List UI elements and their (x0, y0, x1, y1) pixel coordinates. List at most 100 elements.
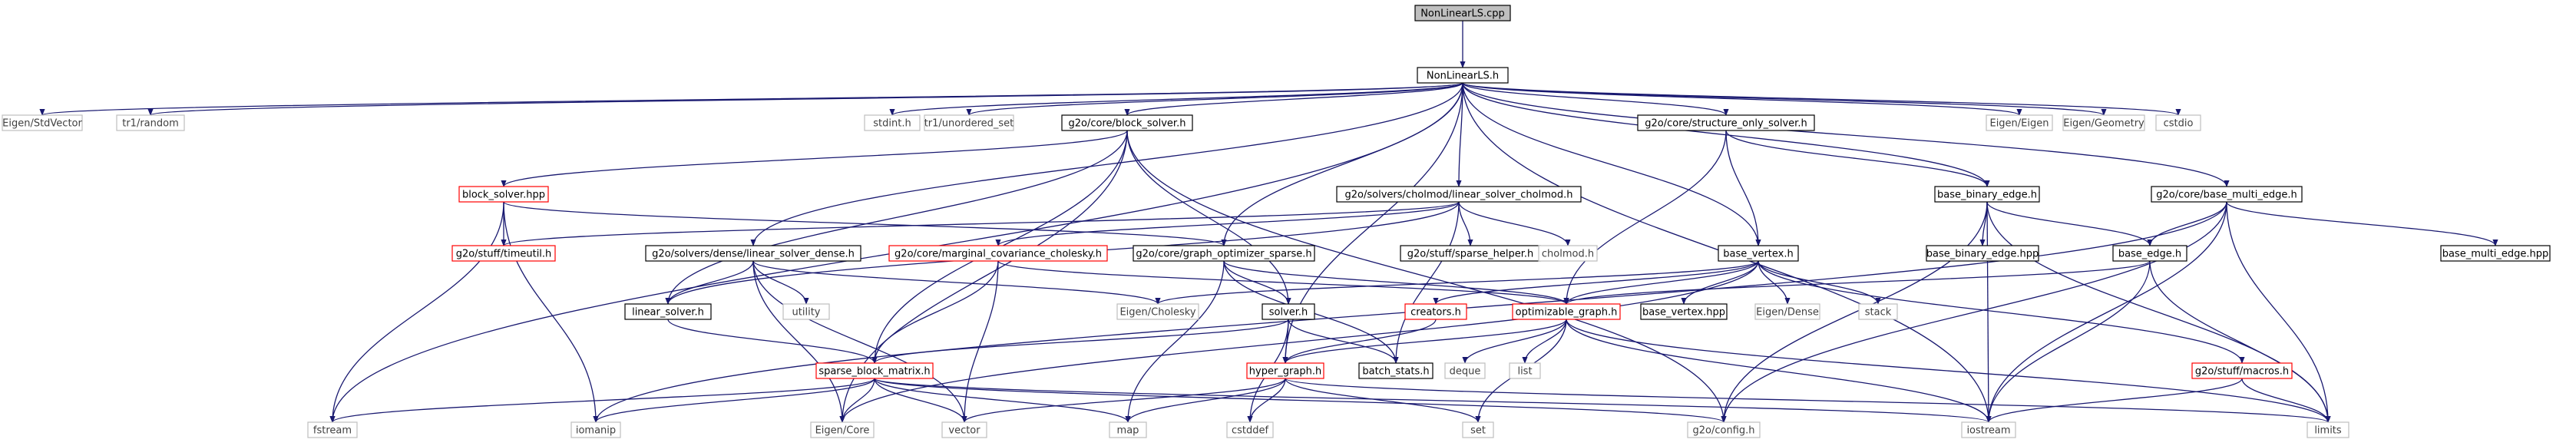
node-g2o-core-structure-only-solver-h[interactable]: g2o/core/structure_only_solver.h (1637, 114, 1815, 131)
node-base-binary-edge-hpp[interactable]: base_binary_edge.hpp (1926, 245, 2039, 262)
node-nonlinearls-cpp: NonLinearLS.cpp (1414, 5, 1511, 21)
node-eigen-core[interactable]: Eigen/Core (810, 421, 875, 438)
node-list[interactable]: list (1509, 362, 1541, 379)
edge-base-vertex-h-to-eigen-dense (1758, 260, 1791, 305)
node-fstream[interactable]: fstream (307, 421, 358, 438)
node-iostream[interactable]: iostream (1961, 421, 2016, 438)
node-label: utility (792, 307, 821, 319)
node-g2o-core-base-multi-edge-h[interactable]: g2o/core/base_multi_edge.h (2151, 186, 2303, 203)
node-label: cstdio (2164, 118, 2194, 130)
edge-sparse-block-matrix-h-to-eigen-core (839, 378, 875, 423)
node-label: g2o/stuff/macros.h (2195, 366, 2289, 378)
node-cstdio[interactable]: cstdio (2155, 114, 2201, 131)
node-stdint-h[interactable]: stdint.h (864, 114, 921, 131)
edge-nonlinearls-h-to-base-binary-edge-h (1462, 82, 1990, 187)
node-label: sparse_block_matrix.h (818, 366, 930, 378)
edge-solver-h-to-batch-stats-h (1288, 319, 1399, 364)
edge-sparse-block-matrix-h-to-iostream (874, 378, 1992, 423)
edge-hyper-graph-h-to-map (1125, 378, 1286, 423)
node-sparse-block-matrix-h[interactable]: sparse_block_matrix.h (815, 362, 934, 379)
node-solver-h[interactable]: solver.h (1262, 303, 1315, 320)
node-hyper-graph-h[interactable]: hyper_graph.h (1246, 362, 1324, 379)
node-tr1-random[interactable]: tr1/random (116, 114, 185, 131)
node-label: map (1117, 425, 1139, 437)
node-g2o-solvers-dense-linear-solver-dense-h[interactable]: g2o/solvers/dense/linear_solver_dense.h (645, 245, 861, 262)
edge-nonlinearls-h-to-eigen-eigen (1462, 82, 2022, 116)
edge-base-binary-edge-h-to-base-edge-h (1986, 201, 2153, 246)
node-map[interactable]: map (1109, 421, 1147, 438)
node-cholmod-h[interactable]: cholmod.h (1538, 245, 1598, 262)
node-utility[interactable]: utility (782, 303, 830, 320)
edge-nonlinearls-h-to-g2o-solvers-dense-linear-solver-dense-h (750, 82, 1463, 246)
node-g2o-stuff-sparse-helper-h[interactable]: g2o/stuff/sparse_helper.h (1400, 245, 1541, 262)
node-base-edge-h[interactable]: base_edge.h (2112, 245, 2187, 262)
node-iomanip[interactable]: iomanip (570, 421, 621, 438)
node-box (1358, 362, 1433, 379)
node-base-vertex-h[interactable]: base_vertex.h (1718, 245, 1799, 262)
node-label: base_binary_edge.hpp (1926, 249, 2039, 260)
node-deque[interactable]: deque (1444, 362, 1486, 379)
node-g2o-core-block-solver-h[interactable]: g2o/core/block_solver.h (1061, 114, 1193, 131)
edge-nonlinearls-h-to-g2o-core-structure-only-solver-h (1462, 82, 1729, 116)
node-box (2, 114, 83, 131)
edge-nonlinearls-h-to-base-vertex-h (1462, 82, 1761, 246)
node-box (810, 421, 875, 438)
node-eigen-dense[interactable]: Eigen/Dense (1754, 303, 1820, 320)
edge-base-binary-edge-h-to-g2o-config-h (1721, 201, 1988, 423)
node-base-multi-edge-hpp[interactable]: base_multi_edge.hpp (2440, 245, 2551, 262)
node-base-vertex-hpp[interactable]: base_vertex.hpp (1640, 303, 1728, 320)
node-g2o-core-marginal-covariance-cholesky-h[interactable]: g2o/core/marginal_covariance_cholesky.h (888, 245, 1108, 262)
node-box (815, 362, 934, 379)
node-label: Eigen/Geometry (2063, 118, 2144, 130)
edge-optimizable-graph-h-to-hyper-graph-h (1282, 319, 1567, 364)
node-cstddef[interactable]: cstddef (1226, 421, 1274, 438)
node-box (2062, 114, 2145, 131)
node-g2o-solvers-cholmod-linear-solver-cholmod-h[interactable]: g2o/solvers/cholmod/linear_solver_cholmo… (1336, 186, 1582, 203)
node-creators-h[interactable]: creators.h (1404, 303, 1467, 320)
node-label: limits (2314, 425, 2342, 437)
node-label: creators.h (1410, 307, 1461, 319)
node-box (624, 303, 712, 320)
node-limits[interactable]: limits (2306, 421, 2349, 438)
node-eigen-eigen[interactable]: Eigen/Eigen (1986, 114, 2053, 131)
node-set[interactable]: set (1462, 421, 1494, 438)
node-linear-solver-h[interactable]: linear_solver.h (624, 303, 712, 320)
edge-nonlinearls-h-to-stdint-h (889, 82, 1463, 116)
edge-g2o-core-graph-optimizer-sparse-h-to-optimizable-graph-h (1223, 260, 1569, 305)
edge-g2o-solvers-cholmod-linear-solver-cholmod-h-to-g2o-core-marginal-covariance-cholesky-h (995, 201, 1460, 246)
node-box (2112, 245, 2187, 262)
node-batch-stats-h[interactable]: batch_stats.h (1358, 362, 1433, 379)
edge-g2o-core-structure-only-solver-h-to-base-binary-edge-h (1725, 130, 1990, 187)
node-box (924, 114, 1014, 131)
edge-base-vertex-h-to-optimizable-graph-h (1563, 260, 1759, 305)
edge-sparse-block-matrix-h-to-vector (874, 378, 967, 423)
node-nonlinearls-h[interactable]: NonLinearLS.h (1417, 67, 1509, 84)
edge-g2o-solvers-dense-linear-solver-dense-h-to-eigen-core (752, 260, 845, 423)
node-label: g2o/stuff/sparse_helper.h (1407, 249, 1534, 260)
node-box (2440, 245, 2551, 262)
node-eigen-stdvector[interactable]: Eigen/StdVector (2, 114, 83, 131)
node-eigen-geometry[interactable]: Eigen/Geometry (2062, 114, 2145, 131)
edge-block-solver-hpp-to-iomanip (503, 201, 599, 423)
node-g2o-core-graph-optimizer-sparse-h[interactable]: g2o/core/graph_optimizer_sparse.h (1133, 245, 1315, 262)
edge-g2o-core-base-multi-edge-h-to-iostream (1986, 201, 2227, 423)
node-stack[interactable]: stack (1858, 303, 1898, 320)
node-g2o-stuff-timeutil-h[interactable]: g2o/stuff/timeutil.h (451, 245, 556, 262)
node-label: cholmod.h (1542, 249, 1594, 260)
node-eigen-cholesky[interactable]: Eigen/Cholesky (1116, 303, 1199, 320)
node-tr1-unordered-set[interactable]: tr1/unordered_set (924, 114, 1014, 131)
node-base-binary-edge-h[interactable]: base_binary_edge.h (1934, 186, 2040, 203)
node-box (1512, 303, 1621, 320)
node-g2o-stuff-macros-h[interactable]: g2o/stuff/macros.h (2191, 362, 2293, 379)
node-vector[interactable]: vector (941, 421, 987, 438)
node-g2o-config-h[interactable]: g2o/config.h (1687, 421, 1761, 438)
node-label: hyper_graph.h (1249, 366, 1321, 378)
node-optimizable-graph-h[interactable]: optimizable_graph.h (1512, 303, 1621, 320)
node-label: Eigen/Cholesky (1119, 307, 1195, 319)
node-box (1061, 114, 1193, 131)
node-block-solver-hpp[interactable]: block_solver.hpp (458, 186, 549, 203)
edge-hyper-graph-h-to-cstddef (1247, 378, 1286, 423)
node-label: block_solver.hpp (462, 190, 545, 201)
node-box (1509, 362, 1541, 379)
node-label: base_vertex.hpp (1642, 307, 1725, 319)
